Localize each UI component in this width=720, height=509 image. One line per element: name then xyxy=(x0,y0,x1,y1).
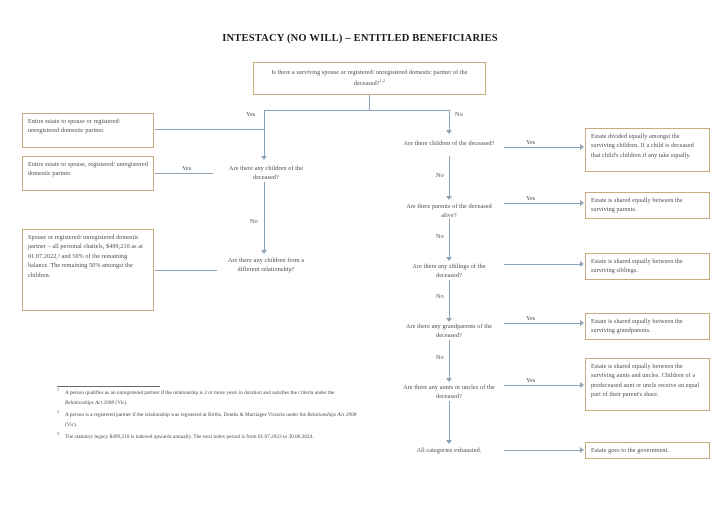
edge-label-right-grandparents-no: No xyxy=(436,354,444,361)
edge-label-right-children-no: No xyxy=(436,172,444,179)
arrowhead-right-step2 xyxy=(446,196,452,200)
connector-right-out6 xyxy=(504,450,581,452)
footnote-2-marker: 2 xyxy=(57,408,60,414)
connector-root-split xyxy=(264,110,450,112)
footnote-1: 1 A person qualifies as an unregistered p… xyxy=(57,386,357,409)
node-right-grandparents: Are there any grandparents of the deceas… xyxy=(405,323,493,340)
node-right-children: Are there children of the deceased? xyxy=(403,140,495,147)
outcome-estate-to-government: Estate goes to the government. xyxy=(585,442,710,459)
root-footnote-refs: 1,2 xyxy=(379,78,386,84)
connector-left-spine-2 xyxy=(264,129,266,158)
connector-left-out3 xyxy=(155,270,217,272)
node-right-aunts-uncles: Are there any aunts or uncles of the dec… xyxy=(403,384,495,401)
arrowhead-right-out4 xyxy=(580,320,584,326)
connector-right-spine-3 xyxy=(449,280,451,320)
connector-left-spine-3 xyxy=(264,182,266,252)
arrowhead-right-out6 xyxy=(580,447,584,453)
footnote-2-italic: Relationships Act 2008 xyxy=(307,412,357,419)
connector-left-spine-1 xyxy=(264,110,266,130)
node-children-of-deceased: Are there any children of the deceased? xyxy=(228,165,304,182)
arrowhead-right-out5 xyxy=(580,382,584,388)
edge-label-root-yes: Yes xyxy=(246,111,256,118)
edge-label-right-grandparents-yes: Yes xyxy=(526,315,536,322)
page-title: INTESTACY (NO WILL) – ENTITLED BENEFICIA… xyxy=(222,33,498,44)
connector-right-out3 xyxy=(504,264,581,266)
footnote-1-marker: 1 xyxy=(57,386,60,392)
root-question-text: Is there a surviving spouse or registere… xyxy=(271,70,468,88)
outcome-aunts-uncles-equal-shares: Estate is shared equally between the sur… xyxy=(585,358,710,411)
arrowhead-right-out1 xyxy=(580,144,584,150)
outcome-statutory-legacy-split: Spouse or registered/ unregistered domes… xyxy=(22,229,154,311)
outcome-grandparents-equal-shares: Estate is shared equally between the sur… xyxy=(585,313,710,340)
arrowhead-right-step1 xyxy=(446,130,452,134)
footnote-3-marker: 3 xyxy=(57,431,60,437)
connector-right-spine-5 xyxy=(449,401,451,443)
edge-label-children-no: No xyxy=(250,218,258,225)
footnote-1-part2: (Vic). xyxy=(114,400,128,407)
node-children-different-relationship: Are there any children from a different … xyxy=(227,257,305,274)
edge-label-right-siblings-no: No xyxy=(436,293,444,300)
footnote-2-part2: (Vic). xyxy=(65,422,78,429)
arrowhead-left-node2 xyxy=(261,250,267,254)
outcome-children-equal-shares: Estate divided equally amongst the survi… xyxy=(585,128,710,172)
arrowhead-right-out2 xyxy=(580,200,584,206)
footnotes: 1 A person qualifies as an unregistered p… xyxy=(57,386,357,444)
root-question-box: Is there a surviving spouse or registere… xyxy=(253,62,486,95)
node-right-all-exhausted: All categories exhausted. xyxy=(416,447,482,454)
edge-label-right-parents-yes: Yes xyxy=(526,195,536,202)
footnote-1-part1: A person qualifies as an unregistered pa… xyxy=(65,390,335,396)
arrowhead-right-out3 xyxy=(580,261,584,267)
connector-right-out2 xyxy=(504,203,581,205)
footnote-separator xyxy=(57,386,160,387)
edge-label-root-no: No xyxy=(455,111,463,118)
footnote-1-italic: Relationships Act 2008 xyxy=(65,400,115,407)
connector-right-out5 xyxy=(504,385,581,387)
outcome-entire-estate-spouse-no-children: Entire estate to spouse or registered/ u… xyxy=(22,113,154,148)
connector-right-out4 xyxy=(504,323,581,325)
arrowhead-right-step3 xyxy=(446,257,452,261)
arrowhead-left-node1 xyxy=(261,156,267,160)
connector-right-out1 xyxy=(504,147,581,149)
arrowhead-right-step6 xyxy=(446,440,452,444)
edge-label-right-parents-no: No xyxy=(436,233,444,240)
node-right-siblings: Are there any siblings of the deceased? xyxy=(412,263,486,280)
footnote-3-part1: The statutory legacy $499,210 is indexed… xyxy=(65,434,314,441)
arrowhead-right-step4 xyxy=(446,318,452,322)
connector-right-spine-2 xyxy=(449,219,451,259)
outcome-siblings-equal-shares: Estate is shared equally between the sur… xyxy=(585,253,710,280)
edge-label-right-aunts-yes: Yes xyxy=(526,377,536,384)
connector-right-spine-1 xyxy=(449,156,451,198)
edge-label-children-yes: Yes xyxy=(182,165,192,172)
node-right-parents: Are there parents of the deceased alive? xyxy=(406,203,492,220)
edge-label-right-children-yes: Yes xyxy=(526,139,536,146)
connector-right-spine-4 xyxy=(449,340,451,380)
connector-right-spine-0 xyxy=(449,110,451,132)
connector-left-out2 xyxy=(155,173,213,175)
outcome-entire-estate-spouse-same-children: Entire estate to spouse, registered/ unr… xyxy=(22,156,154,191)
footnote-2: 2 A person is a registered partner if the… xyxy=(57,408,357,431)
connector-root-stem xyxy=(369,95,371,111)
footnote-2-part1: A person is a registered partner if the … xyxy=(65,412,308,419)
outcome-parents-equal-shares: Estate is shared equally between the sur… xyxy=(585,192,710,219)
arrowhead-right-step5 xyxy=(446,378,452,382)
connector-left-out1 xyxy=(155,129,265,131)
